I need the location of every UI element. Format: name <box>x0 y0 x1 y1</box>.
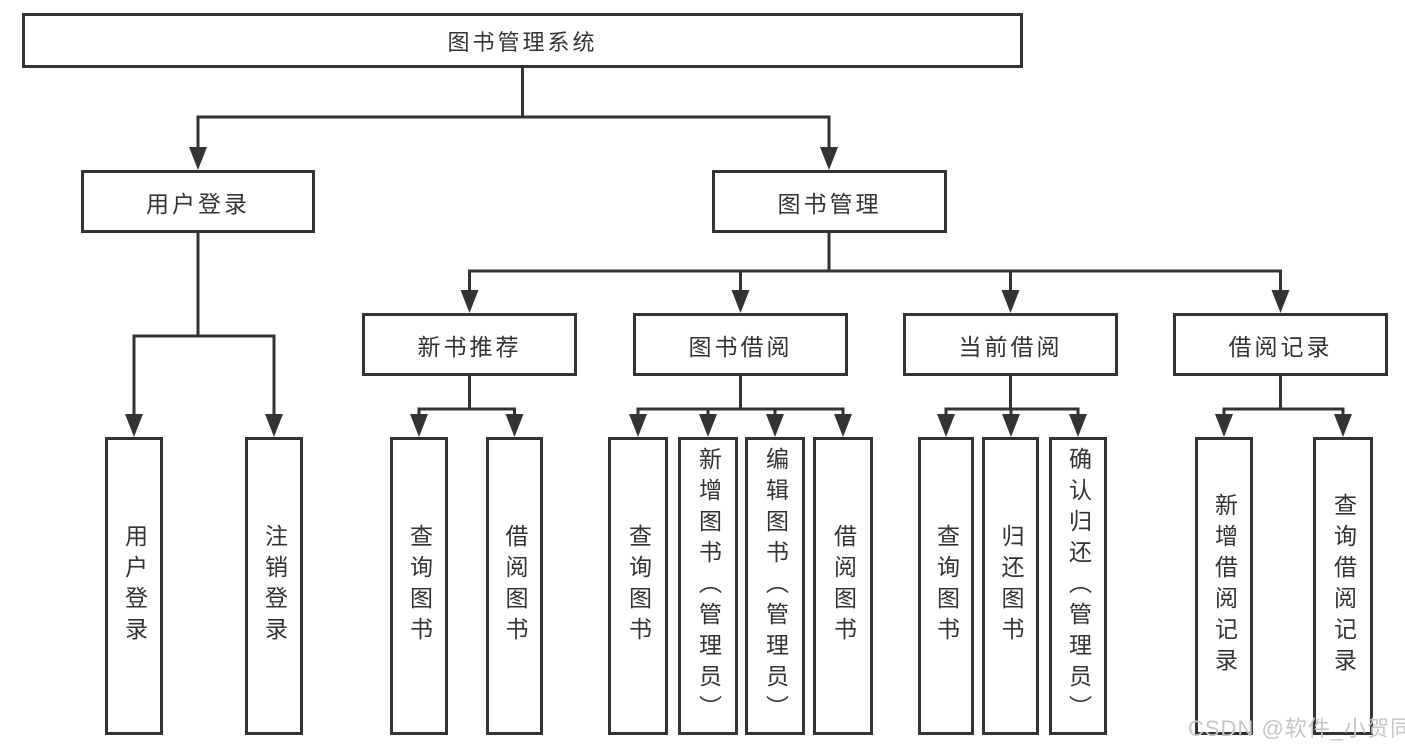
node-leaf-add-borrow-record: 新增借阅记录 <box>1195 437 1253 735</box>
node-new-book-recommend: 新书推荐 <box>362 313 577 376</box>
node-book-management: 图书管理 <box>712 170 947 233</box>
node-user-login-label: 用户登录 <box>146 190 250 217</box>
node-book-borrow-label: 图书借阅 <box>688 333 793 360</box>
node-leaf-query-borrow-record: 查询借阅记录 <box>1313 437 1373 735</box>
node-root-label: 图书管理系统 <box>447 29 598 55</box>
node-borrow-records-label: 借阅记录 <box>1228 333 1333 360</box>
node-leaf-logout: 注销登录 <box>245 437 303 735</box>
node-book-management-label: 图书管理 <box>777 190 882 217</box>
node-leaf-user-login-label: 用户登录 <box>121 524 148 648</box>
node-leaf-query-borrow-record-label: 查询借阅记录 <box>1330 493 1357 679</box>
node-leaf-query-book-1: 查询图书 <box>390 437 448 735</box>
node-leaf-query-book-3: 查询图书 <box>918 437 974 735</box>
node-leaf-logout-label: 注销登录 <box>261 524 288 648</box>
node-leaf-edit-book-admin: 编辑图书（管理员） <box>745 437 805 735</box>
node-leaf-borrow-book-2-label: 借阅图书 <box>830 524 857 648</box>
connector-root-to-level2 <box>189 68 838 170</box>
connector-current-borrow-to-leaves <box>937 376 1087 437</box>
node-leaf-borrow-book-1: 借阅图书 <box>486 437 543 735</box>
node-leaf-borrow-book-1-label: 借阅图书 <box>502 524 528 648</box>
node-leaf-query-book-2-label: 查询图书 <box>625 524 652 648</box>
connector-book-management-to-level3 <box>460 233 1290 313</box>
connector-new-book-recommend-to-leaves <box>410 376 524 437</box>
node-leaf-confirm-return-admin: 确认归还（管理员） <box>1049 437 1107 735</box>
node-borrow-records: 借阅记录 <box>1173 313 1388 376</box>
node-leaf-add-borrow-record-label: 新增借阅记录 <box>1211 493 1238 679</box>
node-leaf-return-book-label: 归还图书 <box>998 524 1024 648</box>
connector-book-borrow-to-leaves <box>629 376 852 437</box>
node-new-book-recommend-label: 新书推荐 <box>417 333 522 360</box>
node-leaf-query-book-1-label: 查询图书 <box>406 524 433 648</box>
node-leaf-edit-book-admin-label: 编辑图书（管理员） <box>762 446 789 726</box>
node-leaf-query-book-3-label: 查询图书 <box>933 524 960 648</box>
node-leaf-query-book-2: 查询图书 <box>608 437 668 735</box>
node-leaf-return-book: 归还图书 <box>982 437 1039 735</box>
node-current-borrow-label: 当前借阅 <box>958 333 1063 360</box>
node-leaf-confirm-return-admin-label: 确认归还（管理员） <box>1065 446 1092 726</box>
node-leaf-borrow-book-2: 借阅图书 <box>813 437 873 735</box>
node-leaf-user-login: 用户登录 <box>105 437 163 735</box>
node-current-borrow: 当前借阅 <box>903 313 1118 376</box>
node-user-login: 用户登录 <box>81 170 315 233</box>
node-leaf-add-book-admin-label: 新增图书（管理员） <box>695 446 722 726</box>
csdn-watermark: CSDN @软件_小贺同学 <box>1188 716 1405 741</box>
node-leaf-add-book-admin: 新增图书（管理员） <box>678 437 738 735</box>
connector-borrow-records-to-leaves <box>1215 376 1352 437</box>
node-root: 图书管理系统 <box>22 13 1023 68</box>
connector-user-login-to-leaves <box>125 233 283 437</box>
node-book-borrow: 图书借阅 <box>633 313 848 376</box>
